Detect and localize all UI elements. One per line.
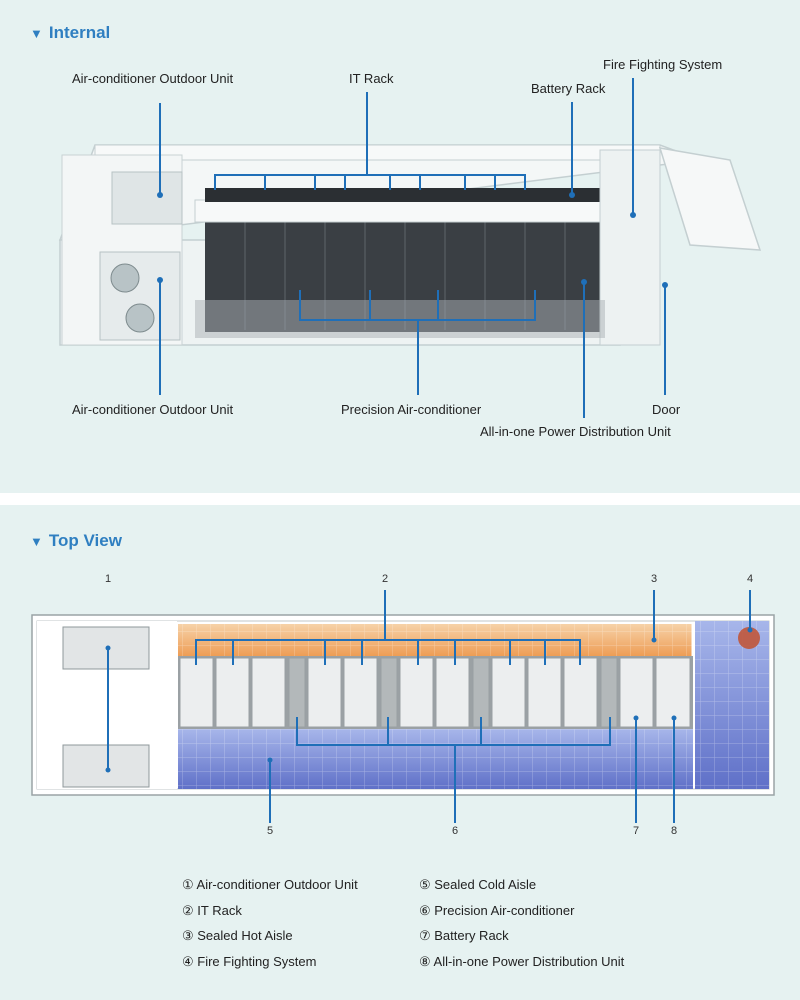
label-precision-ac: Precision Air-conditioner: [341, 402, 482, 417]
legend-item: ⑤ Sealed Cold Aisle: [419, 877, 537, 892]
callout-number-5: 5: [266, 825, 274, 837]
rack-units: [179, 657, 691, 728]
fan-icon-bottom: [125, 303, 155, 333]
legend-item: ④ Fire Fighting System: [182, 954, 317, 969]
top-view-section-title: ▼ Top View: [30, 531, 122, 551]
top-view-panel: ▼ Top View: [0, 505, 800, 1000]
rack: [435, 657, 470, 728]
top-view-leader-dots: [105, 627, 753, 773]
fan-icon-top: [110, 263, 140, 293]
internal-section-title: ▼ Internal: [30, 23, 110, 43]
fire-fighting-marker: [738, 627, 760, 649]
callout-number-3: 3: [650, 573, 658, 585]
legend-item: ⑦ Battery Rack: [419, 928, 509, 943]
leader-lines: [159, 78, 666, 418]
container-top-view-diagram: [31, 590, 775, 823]
rack: [343, 657, 378, 728]
rack: [491, 657, 526, 728]
open-door-panel: [658, 147, 762, 251]
container-internal-illustration: [58, 78, 762, 418]
aisle-ac-unit: [472, 657, 490, 728]
callout-number-2: 2: [381, 573, 389, 585]
battery-rack-unit: [619, 657, 654, 728]
label-it-rack: IT Rack: [349, 71, 394, 86]
internal-panel: ▼ Internal: [0, 0, 800, 493]
outdoor-unit-2: [62, 744, 150, 788]
label-door: Door: [652, 402, 681, 417]
rack: [251, 657, 286, 728]
outdoor-unit-box-top: [111, 171, 183, 225]
aisle-ac-unit: [600, 657, 618, 728]
legend-item: ① Air-conditioner Outdoor Unit: [182, 877, 358, 892]
pdu-unit: [655, 657, 691, 728]
aisle-ac-unit: [380, 657, 398, 728]
callout-number-6: 6: [451, 825, 459, 837]
callout-number-8: 8: [670, 825, 678, 837]
label-battery-rack: Battery Rack: [531, 81, 606, 96]
callout-number-1: 1: [104, 573, 112, 585]
legend-item: ⑥ Precision Air-conditioner: [419, 903, 575, 918]
callout-number-7: 7: [632, 825, 640, 837]
legend-item: ③ Sealed Hot Aisle: [182, 928, 293, 943]
rack: [307, 657, 342, 728]
rack-tops: [205, 188, 600, 202]
rack: [527, 657, 562, 728]
label-ac-outdoor-top: Air-conditioner Outdoor Unit: [72, 71, 234, 86]
aisle-ac-unit: [288, 657, 306, 728]
top-view-title-text: Top View: [48, 531, 122, 550]
rack: [215, 657, 250, 728]
leader-dots: [157, 192, 668, 288]
hot-aisle-ceiling: [194, 199, 641, 223]
rack: [179, 657, 214, 728]
rack: [563, 657, 598, 728]
top-view-leader-lines: [107, 590, 751, 823]
label-ac-outdoor-bottom: Air-conditioner Outdoor Unit: [72, 402, 234, 417]
label-fire-fighting: Fire Fighting System: [603, 57, 723, 72]
rack: [399, 657, 434, 728]
legend-item: ② IT Rack: [182, 903, 242, 918]
callout-number-4: 4: [746, 573, 754, 585]
internal-title-text: Internal: [48, 23, 111, 42]
door-section: [599, 149, 661, 346]
triangle-down-icon: ▼: [30, 534, 43, 549]
triangle-down-icon: ▼: [30, 26, 43, 41]
legend-item: ⑧ All-in-one Power Distribution Unit: [419, 954, 625, 969]
label-pdu: All-in-one Power Distribution Unit: [480, 424, 671, 439]
